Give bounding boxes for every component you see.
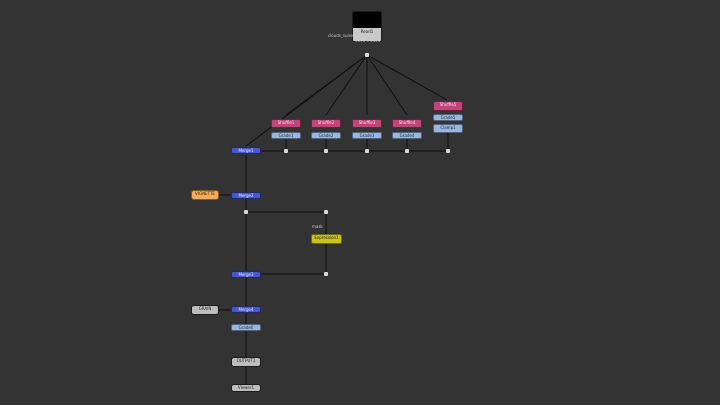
read-node-title: Read1 [360, 29, 374, 34]
pipe-dot[interactable] [324, 149, 328, 153]
grade-node-label: Grade5 [440, 115, 456, 120]
grade-node-3[interactable]: Grade3 [352, 132, 382, 139]
viewer-node-label: Viewer1 [237, 385, 255, 390]
merge-node-label: Merge3 [238, 272, 254, 277]
expression-tag: mask [312, 224, 323, 229]
pipe-dot[interactable] [405, 149, 409, 153]
shuffle-node-4[interactable]: Shuffle4 [392, 119, 422, 128]
merge-node-3[interactable]: Merge3 [231, 271, 261, 278]
shuffle-node-5[interactable]: Shuffle5 [433, 101, 463, 111]
shuffle-node-label: Shuffle5 [439, 102, 457, 107]
read-file-label: clouds_sunset_4K_1.exr [328, 33, 376, 38]
merge-node-1[interactable]: Merge1 [231, 147, 261, 154]
connection-pipes [219, 54, 449, 384]
clamp-node-label: Clamp1 [440, 125, 456, 130]
pipe-dot[interactable] [324, 210, 328, 214]
shuffle-node-label: Shuffle1 [277, 120, 295, 125]
grade-node-4[interactable]: Grade4 [392, 132, 422, 139]
pipe-dot[interactable] [284, 149, 288, 153]
pipe-dot[interactable] [446, 149, 450, 153]
vignette-node-label: VIGNETTE [195, 191, 215, 196]
pipe-dot[interactable] [365, 53, 369, 57]
grade-node-label: Grade3 [359, 133, 375, 138]
read-meta-label: 4096 x 2304 [355, 38, 381, 43]
expression-node[interactable]: Expression1 [311, 234, 342, 244]
shuffle-node-label: Shuffle2 [317, 120, 335, 125]
grade-node-label: Grade2 [318, 133, 334, 138]
grade-node-label: Grade1 [278, 133, 294, 138]
shuffle-node-3[interactable]: Shuffle3 [352, 119, 382, 128]
grade-node-5[interactable]: Grade5 [433, 114, 463, 121]
read-node[interactable]: Read1 [352, 11, 382, 42]
grade-node-1[interactable]: Grade1 [271, 132, 301, 139]
shuffle-node-1[interactable]: Shuffle1 [271, 119, 301, 128]
read-thumbnail [353, 12, 381, 28]
pipe-dot[interactable] [365, 149, 369, 153]
merge-node-label: Merge1 [238, 148, 254, 153]
merge-node-2[interactable]: Merge2 [231, 192, 261, 199]
merge-node-4[interactable]: Merge4 [231, 306, 261, 313]
merge-node-label: Merge2 [238, 193, 254, 198]
expression-node-label: Expression1 [314, 235, 339, 240]
clamp-node[interactable]: Clamp1 [433, 124, 463, 133]
shuffle-node-label: Shuffle3 [358, 120, 376, 125]
viewer-node[interactable]: Viewer1 [231, 384, 261, 392]
grade-node-final[interactable]: Grade6 [231, 324, 261, 331]
grade-node-label: Grade6 [238, 325, 254, 330]
grade-node-label: Grade4 [399, 133, 415, 138]
grain-node[interactable]: GRAIN [191, 305, 219, 315]
output-node-label: OUTPUT1 [236, 358, 256, 363]
pipe-dot[interactable] [244, 210, 248, 214]
grade-node-2[interactable]: Grade2 [311, 132, 341, 139]
shuffle-node-2[interactable]: Shuffle2 [311, 119, 341, 128]
merge-node-label: Merge4 [238, 307, 254, 312]
shuffle-node-label: Shuffle4 [398, 120, 416, 125]
vignette-node[interactable]: VIGNETTE [191, 190, 219, 200]
grain-node-label: GRAIN [198, 306, 212, 311]
pipe-dot[interactable] [324, 272, 328, 276]
output-node[interactable]: OUTPUT1 [231, 357, 261, 367]
